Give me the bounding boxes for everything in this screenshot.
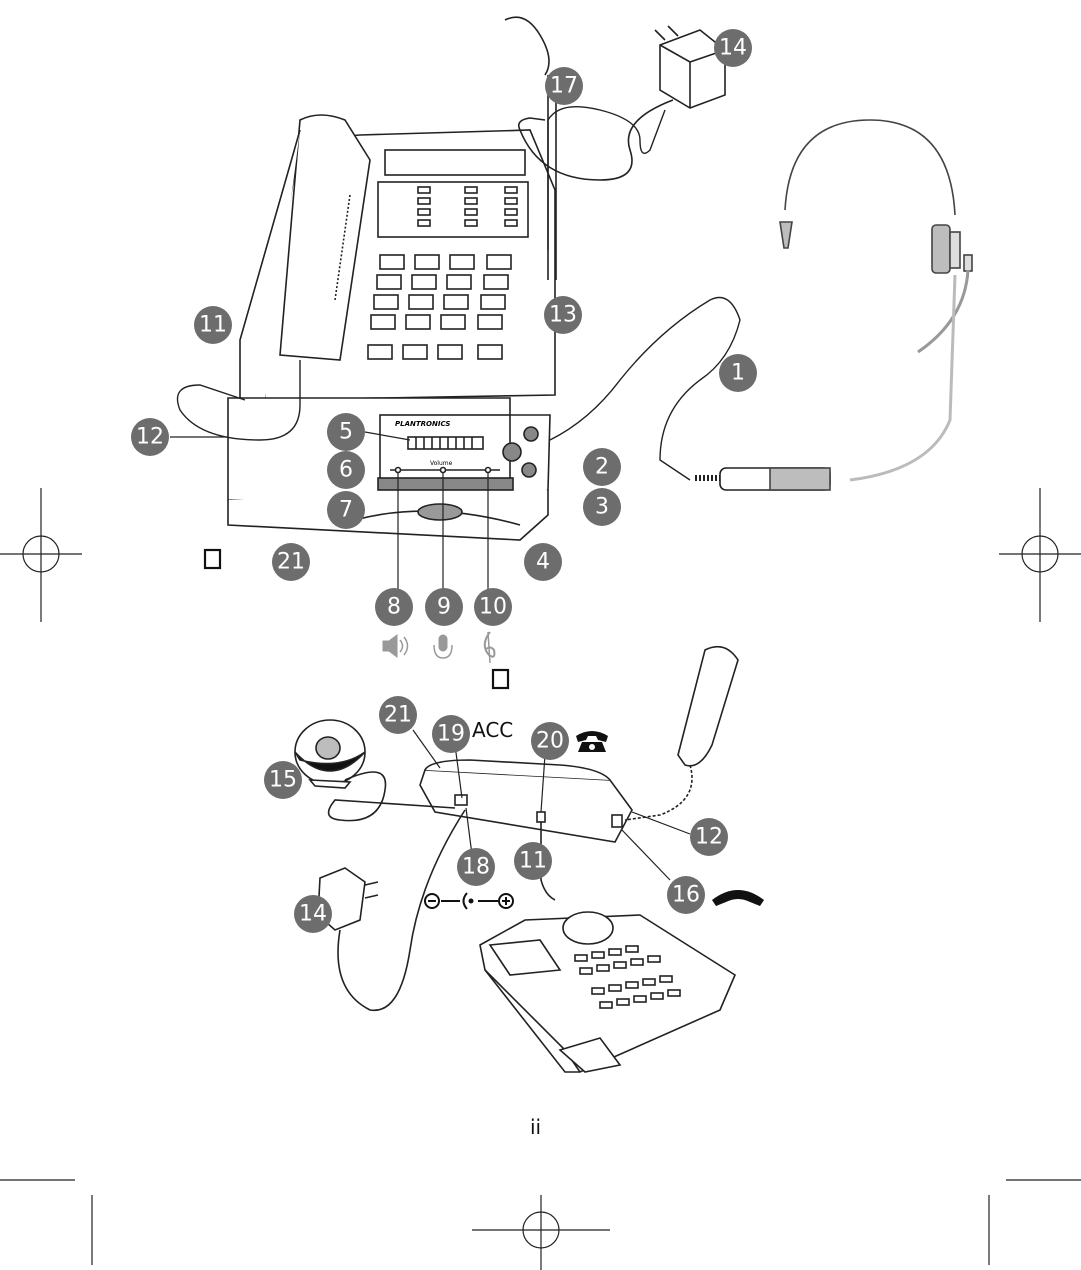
control-icons: [382, 631, 496, 664]
svg-text:5: 5: [339, 420, 353, 445]
svg-text:9: 9: [437, 595, 451, 620]
brand-label: PLANTRONICS: [395, 420, 450, 428]
callout-17: 17: [545, 67, 583, 105]
callout-7: 7: [327, 491, 365, 529]
svg-text:7: 7: [339, 498, 353, 523]
svg-text:1: 1: [731, 361, 745, 386]
callout-19: 19: [432, 715, 470, 753]
callout-4: 4: [524, 543, 562, 581]
handset-bottom: [624, 645, 739, 821]
speaker-volume-icon: [382, 634, 409, 658]
note-box-icon-1: [203, 548, 222, 570]
svg-text:10: 10: [479, 595, 507, 620]
callout-13: 13: [544, 296, 582, 334]
callout-6: 6: [327, 451, 365, 489]
boom-rods: [504, 16, 557, 280]
callout-21-bottom: 21: [379, 696, 417, 734]
handset-icon: [712, 890, 764, 906]
page-number: ii: [530, 1115, 542, 1139]
callout-11-bottom: 11: [514, 842, 552, 880]
svg-text:11: 11: [519, 849, 547, 874]
svg-text:14: 14: [299, 902, 327, 927]
svg-text:6: 6: [339, 458, 353, 483]
callout-8: 8: [375, 588, 413, 626]
callout-15: 15: [264, 761, 302, 799]
svg-text:19: 19: [437, 722, 465, 747]
desk-phone-top: [239, 114, 556, 401]
callout-14: 14: [714, 29, 752, 67]
svg-text:13: 13: [549, 303, 577, 328]
acc-port-label: ACC: [472, 718, 514, 742]
callout-2: 2: [583, 448, 621, 486]
svg-text:17: 17: [550, 74, 578, 99]
svg-text:14: 14: [719, 36, 747, 61]
callout-5: 5: [327, 413, 365, 451]
callout-1: 1: [719, 354, 757, 392]
volume-label: Volume: [430, 460, 453, 467]
svg-text:21: 21: [277, 550, 305, 575]
headset: [695, 119, 973, 491]
svg-text:18: 18: [462, 855, 490, 880]
tone-clef-icon: [483, 631, 496, 664]
callout-9: 9: [425, 588, 463, 626]
power-supply-top: [517, 25, 726, 181]
svg-text:12: 12: [695, 825, 723, 850]
power-supply-bottom: [317, 809, 466, 1012]
callout-20: 20: [531, 722, 569, 760]
ringer-device: [294, 719, 456, 822]
coil-cords: [176, 106, 741, 481]
bottom-leaders: [412, 729, 691, 881]
svg-text:21: 21: [384, 703, 412, 728]
callout-16: 16: [667, 876, 705, 914]
note-box-icon-2: [491, 668, 510, 690]
callout-10: 10: [474, 588, 512, 626]
callout-21: 21: [272, 543, 310, 581]
callout-12: 12: [131, 418, 169, 456]
callout-3: 3: [583, 488, 621, 526]
svg-text:11: 11: [199, 313, 227, 338]
callout-11: 11: [194, 306, 232, 344]
amplifier-rear: [419, 759, 633, 843]
registration-marks: [0, 488, 1081, 1270]
amplifier-base: [227, 397, 551, 541]
callout-18: 18: [457, 848, 495, 886]
svg-text:3: 3: [595, 495, 609, 520]
leader-lines: [170, 431, 489, 590]
callout-14-bottom: 14: [294, 895, 332, 933]
svg-text:2: 2: [595, 455, 609, 480]
minus-dot-plus-icon: [424, 892, 514, 910]
microphone-icon: [433, 634, 453, 659]
callout-12-bottom: 12: [690, 818, 728, 856]
svg-text:4: 4: [536, 550, 550, 575]
svg-text:20: 20: [536, 729, 564, 754]
svg-text:8: 8: [387, 595, 401, 620]
desk-phone-bottom: [479, 822, 737, 1073]
svg-text:16: 16: [672, 883, 700, 908]
telephone-icon: [576, 731, 608, 752]
svg-text:12: 12: [136, 425, 164, 450]
svg-text:15: 15: [269, 768, 297, 793]
